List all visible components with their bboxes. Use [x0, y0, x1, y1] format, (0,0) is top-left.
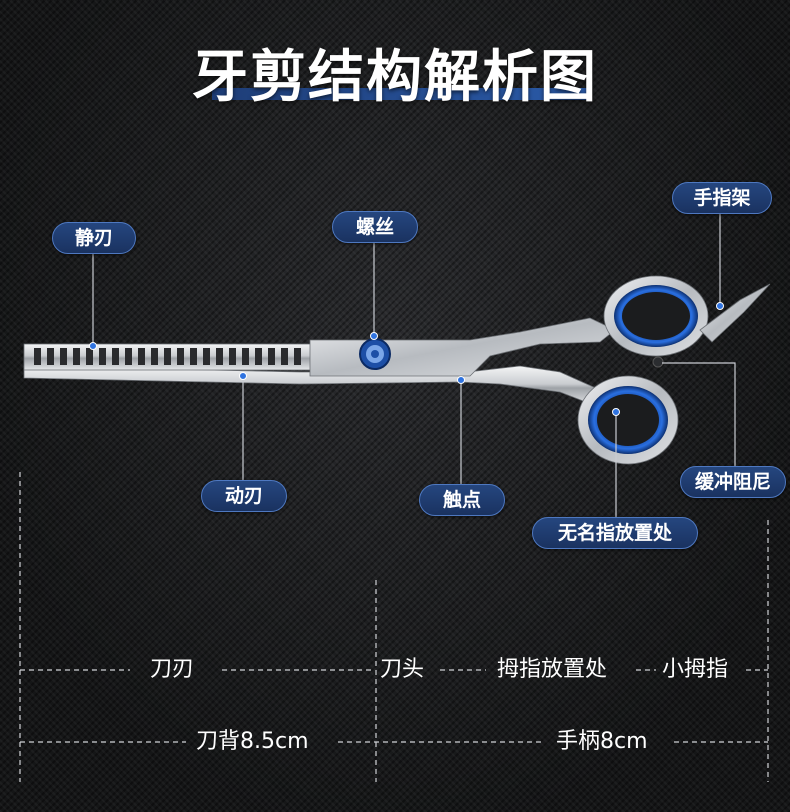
title-container: 牙剪结构解析图 — [0, 46, 790, 110]
title-underline — [212, 88, 588, 100]
label-finger-rest: 手指架 — [672, 182, 772, 214]
dimension-blade-back: 刀背8.5cm — [196, 729, 309, 754]
dimension-blade-edge: 刀刃 — [150, 657, 195, 682]
dimension-pinky: 小拇指 — [662, 657, 729, 682]
dimension-thumb-rest: 拇指放置处 — [497, 657, 608, 682]
screw-shape — [359, 338, 391, 370]
thumb-ring-handle — [603, 275, 771, 357]
ring-finger-ring-handle — [577, 375, 679, 465]
label-screw: 螺丝 — [332, 211, 418, 243]
blade-teeth — [34, 348, 301, 365]
label-damper: 缓冲阻尼 — [680, 466, 786, 498]
dimension-lines — [19, 472, 769, 782]
label-ring-finger-rest: 无名指放置处 — [532, 517, 698, 549]
label-static-blade: 静刃 — [52, 222, 136, 254]
label-moving-blade: 动刃 — [201, 480, 287, 512]
label-contact-point: 触点 — [419, 484, 505, 516]
dimension-handle: 手柄8cm — [556, 729, 648, 754]
leader-lines — [92, 210, 736, 520]
page-title: 牙剪结构解析图 — [192, 45, 598, 110]
anchor-dots — [89, 302, 724, 416]
dimension-blade-head: 刀头 — [380, 657, 425, 682]
damper-shape — [652, 356, 664, 368]
